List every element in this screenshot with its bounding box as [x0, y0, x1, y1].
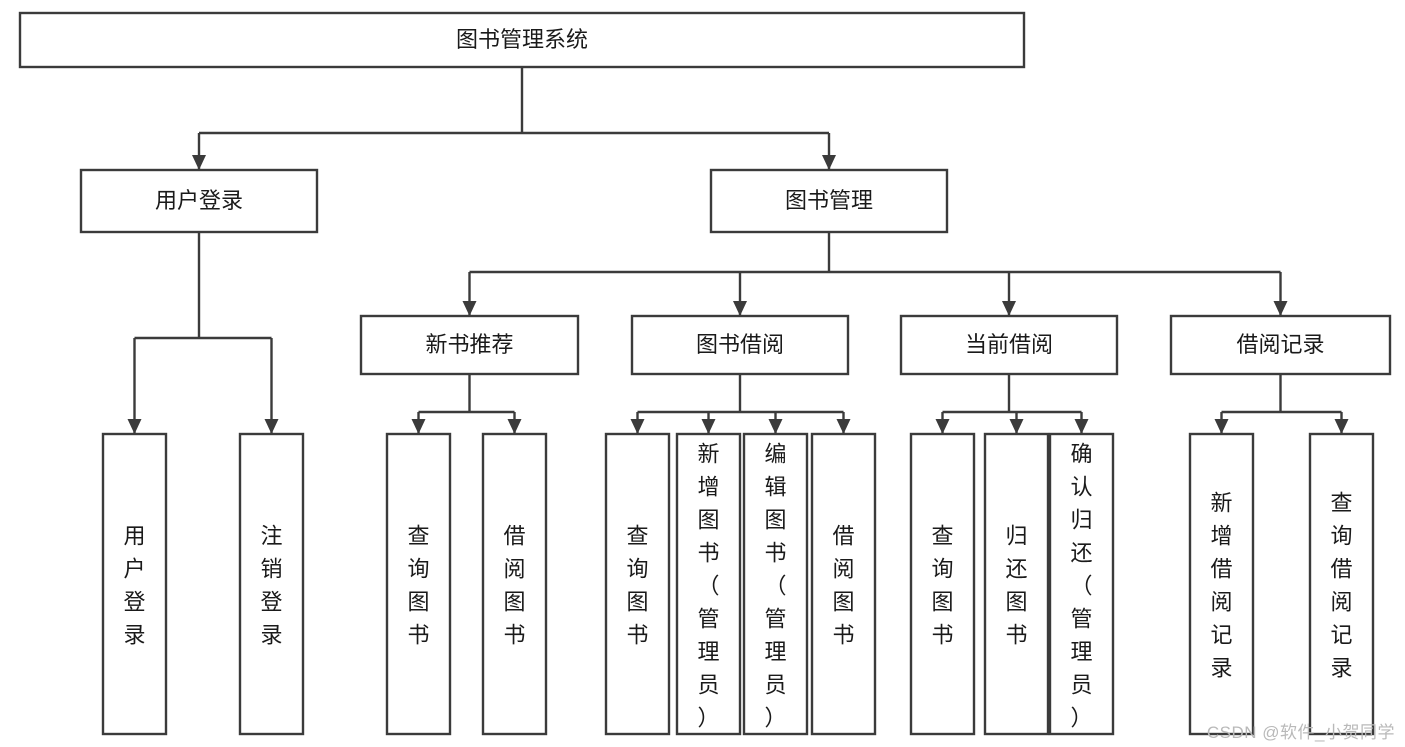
- node-box-leaf-borrow-book-1: [481, 432, 548, 736]
- arrow-head-icon: [768, 419, 783, 434]
- node-box-leaf-query-borrow-record: [1308, 432, 1375, 736]
- node-box-book-management: [709, 168, 949, 234]
- node-book-borrow[interactable]: 图书借阅: [630, 314, 850, 376]
- node-borrow-records[interactable]: 借阅记录: [1169, 314, 1392, 376]
- node-label-leaf-borrow-book-1: 借阅图书: [503, 524, 525, 648]
- node-label-leaf-query-book-2: 查询图书: [626, 524, 648, 648]
- arrow-head-icon: [411, 419, 426, 434]
- arrow-head-icon: [1009, 419, 1024, 434]
- node-user-login[interactable]: 用户登录: [79, 168, 319, 234]
- node-label-leaf-logout-login: 注销登录: [260, 524, 282, 648]
- arrow-head-icon: [822, 155, 836, 170]
- boxes-layer: 图书管理系统用户登录图书管理新书推荐图书借阅当前借阅借阅记录用户登录注销登录查询…: [18, 11, 1392, 736]
- arrow-head-icon: [1273, 301, 1288, 316]
- node-current-borrow[interactable]: 当前借阅: [899, 314, 1119, 376]
- node-label-root: 图书管理系统: [456, 27, 588, 52]
- node-label-leaf-query-book-1: 查询图书: [407, 524, 429, 648]
- arrow-head-icon: [1002, 301, 1016, 316]
- node-leaf-query-book-3[interactable]: 查询图书: [909, 432, 976, 736]
- node-label-leaf-return-book: 归还图书: [1005, 524, 1027, 648]
- node-label-current-borrow: 当前借阅: [965, 332, 1053, 357]
- node-label-leaf-query-book-3: 查询图书: [931, 524, 953, 648]
- node-leaf-edit-book-admin[interactable]: 编辑图书（管理员）: [742, 432, 809, 736]
- arrow-head-icon: [264, 419, 279, 434]
- node-label-user-login: 用户登录: [155, 188, 243, 213]
- node-box-new-book-recommend: [359, 314, 580, 376]
- arrow-head-icon: [1074, 419, 1089, 434]
- node-box-user-login: [79, 168, 319, 234]
- arrow-head-icon: [127, 419, 142, 434]
- node-label-new-book-recommend: 新书推荐: [425, 332, 513, 357]
- node-label-leaf-add-borrow-record: 新增借阅记录: [1210, 491, 1232, 681]
- node-leaf-query-book-1[interactable]: 查询图书: [385, 432, 452, 736]
- node-box-leaf-query-book-2: [604, 432, 671, 736]
- node-box-leaf-query-book-3: [909, 432, 976, 736]
- node-box-current-borrow: [899, 314, 1119, 376]
- node-root[interactable]: 图书管理系统: [18, 11, 1026, 69]
- arrow-head-icon: [1214, 419, 1229, 434]
- node-leaf-query-borrow-record[interactable]: 查询借阅记录: [1308, 432, 1375, 736]
- node-box-leaf-logout-login: [238, 432, 305, 736]
- node-label-book-management: 图书管理: [785, 188, 873, 213]
- node-label-leaf-edit-book-admin: 编辑图书（管理员）: [764, 442, 786, 731]
- arrow-head-icon: [462, 301, 477, 316]
- node-leaf-logout-login[interactable]: 注销登录: [238, 432, 305, 736]
- node-box-leaf-add-borrow-record: [1188, 432, 1255, 736]
- node-label-book-borrow: 图书借阅: [696, 332, 784, 357]
- arrow-head-icon: [836, 419, 851, 434]
- node-box-root: [18, 11, 1026, 69]
- node-box-leaf-borrow-book-2: [810, 432, 877, 736]
- node-leaf-borrow-book-2[interactable]: 借阅图书: [810, 432, 877, 736]
- node-label-leaf-borrow-book-2: 借阅图书: [832, 524, 854, 648]
- node-box-book-borrow: [630, 314, 850, 376]
- arrow-head-icon: [507, 419, 522, 434]
- node-label-leaf-confirm-return: 确认归还（管理员）: [1070, 442, 1092, 731]
- arrow-head-icon: [1334, 419, 1349, 434]
- arrow-head-icon: [733, 301, 747, 316]
- node-leaf-query-book-2[interactable]: 查询图书: [604, 432, 671, 736]
- node-leaf-return-book[interactable]: 归还图书: [983, 432, 1050, 736]
- node-leaf-confirm-return[interactable]: 确认归还（管理员）: [1048, 432, 1115, 736]
- node-new-book-recommend[interactable]: 新书推荐: [359, 314, 580, 376]
- arrow-head-icon: [935, 419, 950, 434]
- node-leaf-add-book-admin[interactable]: 新增图书（管理员）: [675, 432, 742, 736]
- node-box-leaf-add-book-admin: [675, 432, 742, 736]
- node-box-leaf-return-book: [983, 432, 1050, 736]
- node-label-leaf-user-login: 用户登录: [123, 524, 145, 648]
- node-box-leaf-query-book-1: [385, 432, 452, 736]
- node-leaf-add-borrow-record[interactable]: 新增借阅记录: [1188, 432, 1255, 736]
- node-box-leaf-edit-book-admin: [742, 432, 809, 736]
- node-box-leaf-user-login: [101, 432, 168, 736]
- node-label-leaf-query-borrow-record: 查询借阅记录: [1330, 491, 1352, 681]
- connectors-layer: [127, 67, 1349, 434]
- node-box-borrow-records: [1169, 314, 1392, 376]
- node-label-borrow-records: 借阅记录: [1236, 332, 1324, 357]
- node-book-management[interactable]: 图书管理: [709, 168, 949, 234]
- node-label-leaf-add-book-admin: 新增图书（管理员）: [697, 442, 719, 731]
- node-box-leaf-confirm-return: [1048, 432, 1115, 736]
- arrow-head-icon: [701, 419, 716, 434]
- arrow-head-icon: [192, 155, 206, 170]
- arrow-head-icon: [630, 419, 645, 434]
- node-leaf-borrow-book-1[interactable]: 借阅图书: [481, 432, 548, 736]
- node-leaf-user-login[interactable]: 用户登录: [101, 432, 168, 736]
